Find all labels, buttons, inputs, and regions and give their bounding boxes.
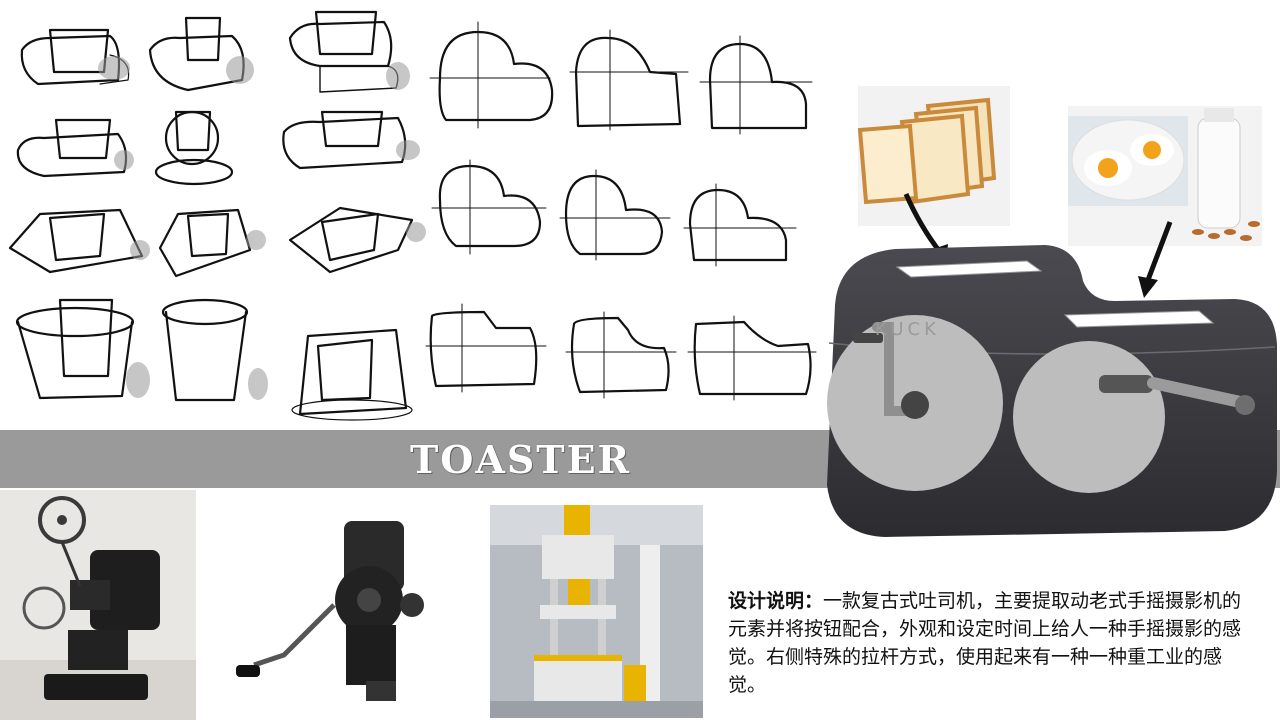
sketch-form-8 [158,208,252,278]
sketch-form-11 [161,298,249,402]
profile-2 [569,29,689,131]
photo-film-projector [0,490,196,720]
sketch-form-6 [282,110,407,170]
sketch-form-12 [291,328,413,421]
sketch-form-4 [16,118,128,178]
sketch-form-3 [288,10,399,93]
right-bread-slot [1063,310,1215,328]
profile-9 [687,315,817,401]
profile-6 [683,183,797,267]
sketch-form-9 [288,206,414,274]
photo-toast-slices [858,86,1010,226]
description-label: 设计说明： [728,590,824,612]
profile-1 [429,21,554,129]
photo-crank-camera [234,505,434,715]
design-description: 设计说明：一款复古式吐司机，主要提取动老式手摇摄影机的元素并将按钮配合，外观和设… [728,587,1258,699]
brand-logo: KUCK [875,319,940,340]
profile-4 [431,159,547,255]
description-text: 一款复古式吐司机，主要提取动老式手摇摄影机的元素并将按钮配合，外观和设定时间上给… [728,590,1242,696]
sketch-form-7 [8,208,144,274]
left-bread-slot [895,260,1043,278]
profile-8 [565,311,677,399]
photo-eggs-and-milk [1068,106,1262,246]
sketch-form-10 [15,298,135,400]
profile-3 [699,35,813,135]
sketch-form-5 [154,110,234,186]
toaster-render: KUCK [827,245,1277,537]
banner-title: TOASTER [410,437,632,482]
sketch-grid [8,10,817,421]
profile-7 [425,303,547,393]
right-disc [1013,341,1165,493]
profile-5 [559,169,671,261]
lever-grip [1099,375,1153,393]
crank-handle [853,333,883,343]
arrow-eggs-to-slot [1145,221,1173,281]
photo-hydraulic-press [490,505,703,718]
